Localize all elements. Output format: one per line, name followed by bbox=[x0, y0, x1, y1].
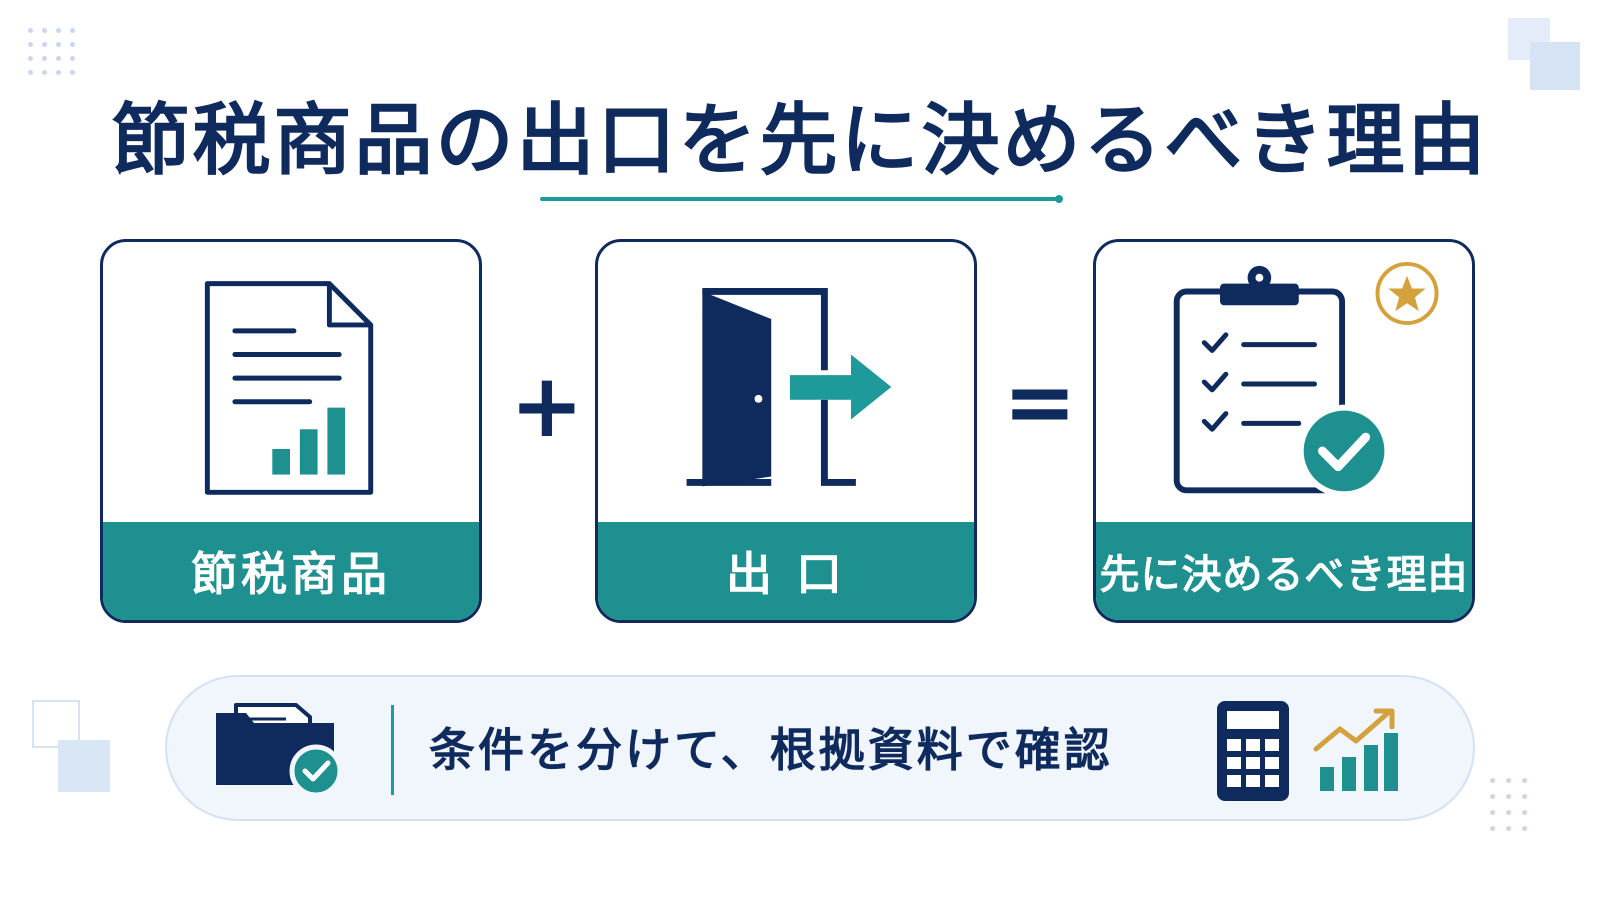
calculator-icon bbox=[1217, 701, 1289, 801]
card-reason-to-decide-first: 先に決めるべき理由 bbox=[1093, 239, 1475, 623]
title-underline bbox=[540, 195, 1063, 203]
card-label: 先に決めるべき理由 bbox=[1096, 522, 1472, 620]
card-label: 出 口 bbox=[598, 522, 974, 620]
card-label: 節税商品 bbox=[103, 522, 479, 620]
equals-operator: = bbox=[1003, 350, 1077, 453]
separator bbox=[391, 705, 394, 795]
exit-door-icon bbox=[686, 288, 892, 487]
summary-bar: 条件を分けて、根拠資料で確認 bbox=[165, 675, 1475, 821]
folder-check-icon bbox=[216, 703, 342, 798]
decorative-dots-bottom-right bbox=[1490, 778, 1527, 831]
growth-chart-icon bbox=[1313, 708, 1398, 791]
decorative-square-outline bbox=[32, 700, 80, 748]
card-exit: 出 口 bbox=[595, 239, 977, 623]
decorative-square bbox=[1530, 42, 1580, 90]
document-chart-icon bbox=[204, 281, 374, 495]
summary-text: 条件を分けて、根拠資料で確認 bbox=[429, 723, 1113, 777]
card-tax-saving-product: 節税商品 bbox=[100, 239, 482, 623]
checklist-clipboard-icon bbox=[1173, 261, 1439, 498]
plus-operator: + bbox=[510, 354, 584, 457]
decorative-dots-top-left bbox=[28, 28, 75, 75]
decorative-square bbox=[58, 740, 110, 792]
page-title: 節税商品の出口を先に決めるべき理由 bbox=[111, 96, 1489, 186]
